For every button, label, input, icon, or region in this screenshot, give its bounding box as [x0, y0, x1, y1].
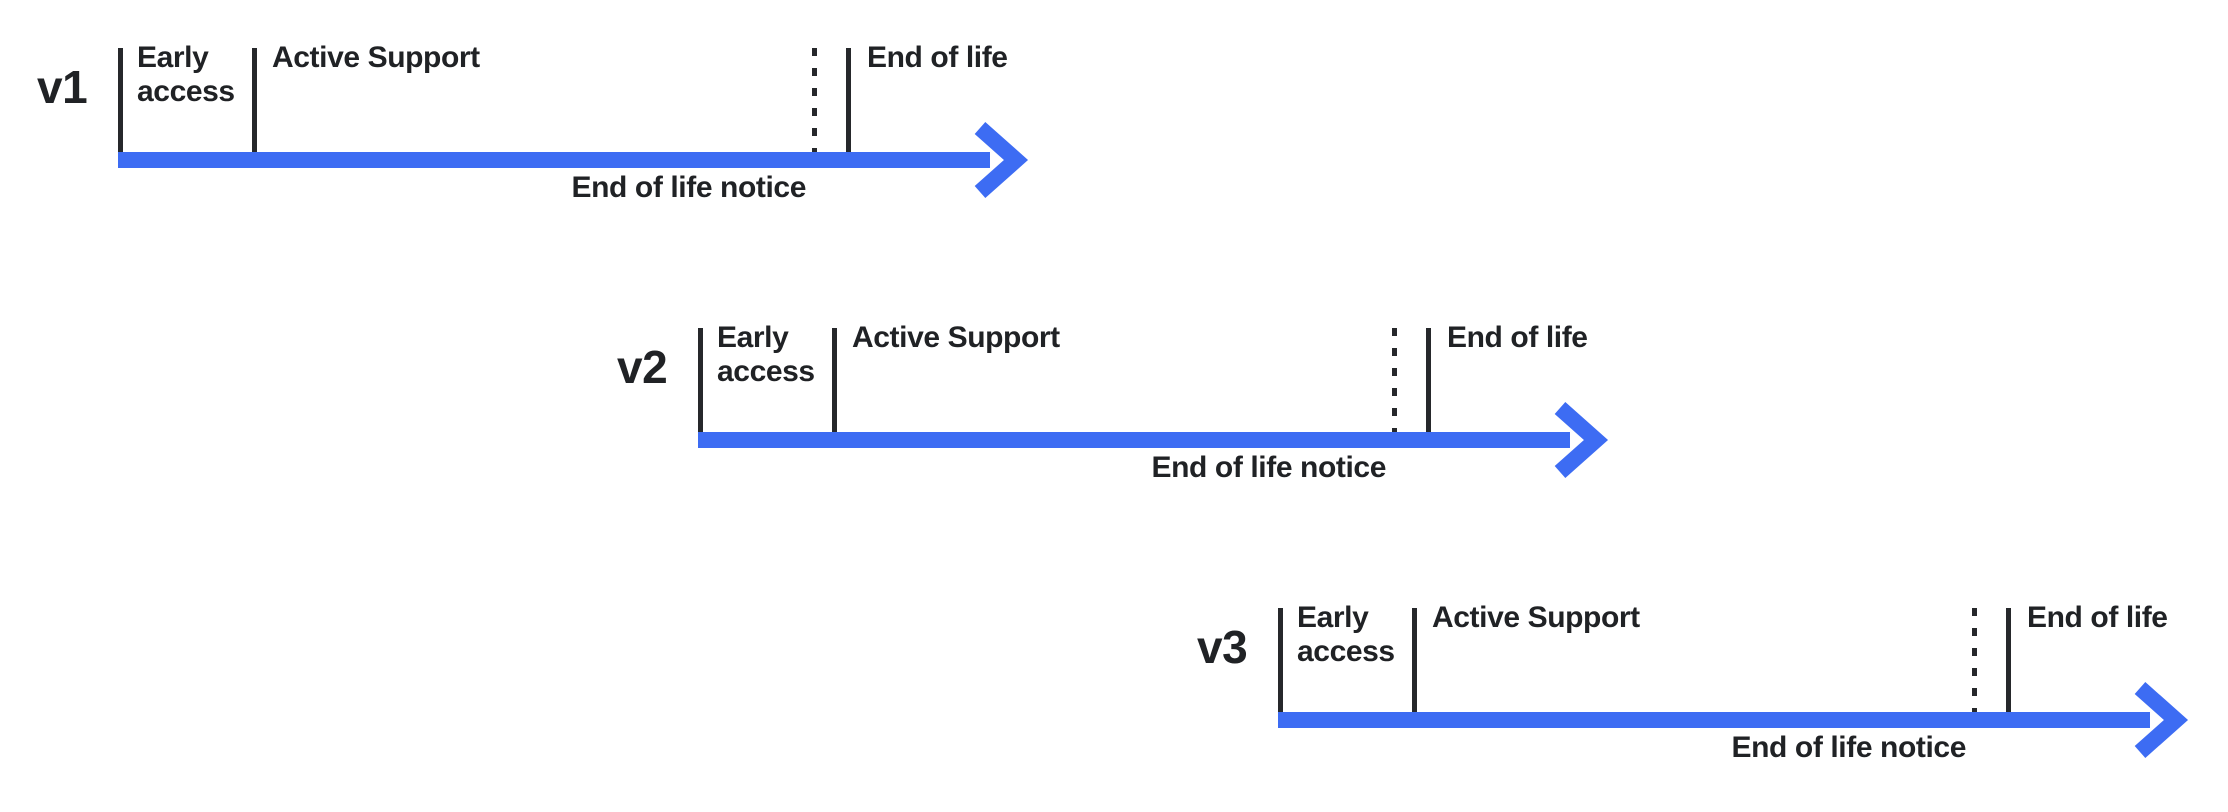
- end-of-life-label: End of life: [1447, 321, 1588, 354]
- end-of-life-tick: [2006, 608, 2011, 712]
- timeline-arrow-shaft: [118, 152, 990, 168]
- early-access-start-tick: [118, 48, 123, 152]
- early-access-label-line2: access: [717, 355, 815, 388]
- end-of-life-label: End of life: [2027, 601, 2168, 634]
- early-access-start-tick: [698, 328, 703, 432]
- active-support-start-tick: [832, 328, 837, 432]
- active-support-start-tick: [252, 48, 257, 152]
- early-access-label-line2: access: [137, 75, 235, 108]
- eol-notice-dashed-tick: [1392, 328, 1397, 432]
- arrowhead-icon: [2134, 682, 2189, 758]
- end-of-life-notice-label: End of life notice: [1151, 451, 1387, 484]
- end-of-life-notice-label: End of life notice: [1731, 731, 1967, 764]
- early-access-label: Early access: [1297, 601, 1395, 669]
- end-of-life-tick: [846, 48, 851, 152]
- active-support-start-tick: [1412, 608, 1417, 712]
- end-of-life-label: End of life: [867, 41, 1008, 74]
- eol-notice-dashed-tick: [1972, 608, 1977, 712]
- early-access-label-line2: access: [1297, 635, 1395, 668]
- early-access-start-tick: [1278, 608, 1283, 712]
- early-access-label-line1: Early: [717, 321, 789, 354]
- timeline-arrow-shaft: [1278, 712, 2150, 728]
- active-support-label: Active Support: [272, 41, 480, 74]
- arrowhead-icon: [974, 122, 1029, 198]
- active-support-label: Active Support: [1432, 601, 1640, 634]
- timeline-arrow-shaft: [698, 432, 1570, 448]
- arrowhead-icon: [1554, 402, 1609, 478]
- early-access-label: Early access: [137, 41, 235, 109]
- early-access-label: Early access: [717, 321, 815, 389]
- early-access-label-line1: Early: [137, 41, 209, 74]
- version-label: v1: [37, 61, 88, 113]
- eol-notice-dashed-tick: [812, 48, 817, 152]
- version-label: v3: [1197, 621, 1248, 673]
- active-support-label: Active Support: [852, 321, 1060, 354]
- early-access-label-line1: Early: [1297, 601, 1369, 634]
- version-label: v2: [617, 341, 668, 393]
- end-of-life-tick: [1426, 328, 1431, 432]
- end-of-life-notice-label: End of life notice: [571, 171, 807, 204]
